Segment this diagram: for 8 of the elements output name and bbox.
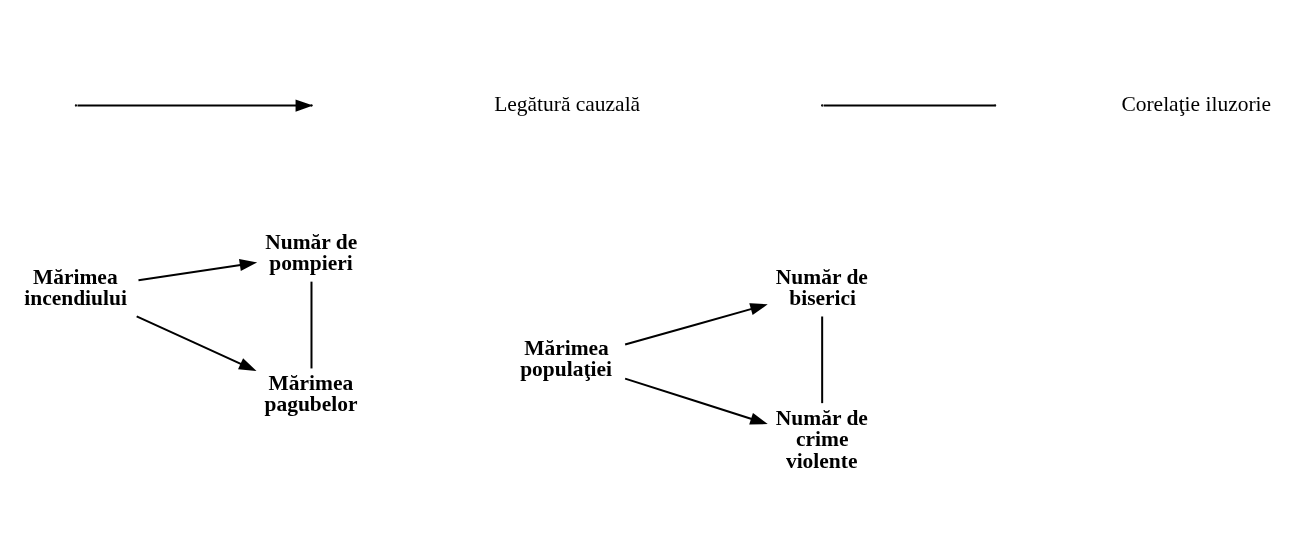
node-text: Mărimea pagubelor	[264, 370, 358, 417]
node-text: Mărimea populaţiei	[520, 335, 613, 382]
node-text: Mărimea incendiului	[24, 264, 127, 311]
node-text: Număr de crime violente	[775, 405, 868, 473]
node-text: Număr de biserici	[775, 264, 868, 311]
legend-label: Legătură cauzală	[494, 91, 641, 116]
legend-label: Corelaţie iluzorie	[1121, 91, 1272, 116]
node-text: Număr de pompieri	[265, 229, 358, 276]
